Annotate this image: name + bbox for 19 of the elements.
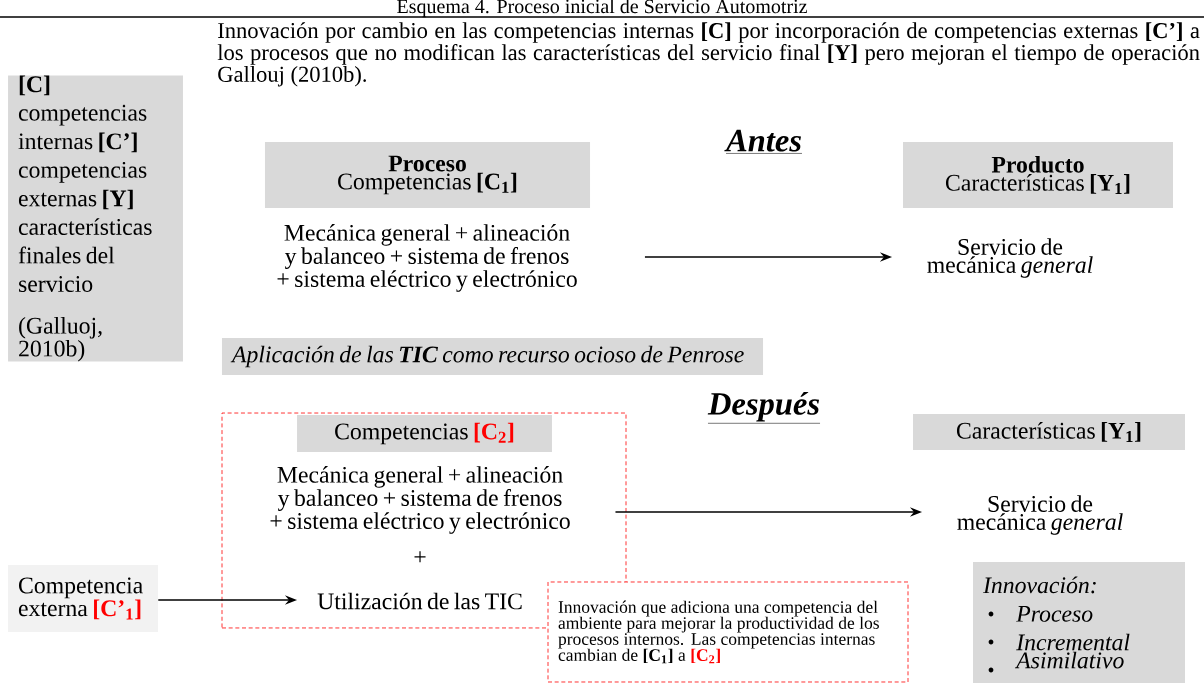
process-text: Mecánica general + alineación y balanceo + sistema de frenos + sistema eléctrico y electrónico bbox=[277, 224, 577, 292]
application-band: Aplicación de las TIC como recurso ocioso de Penrose bbox=[221, 337, 764, 376]
external-competence-box: Competencia externa [C’$_{1}$] bbox=[8, 565, 158, 632]
innovation-box: Innovación: Proceso Incremental Asimilativo bbox=[973, 561, 1185, 684]
note-box: Innovación que adiciona una competencia del ambiente para mejorar la productividad de los procesos internos. Las competencias internas cambian de [C$_{1}$] a [C$_{2}$] bbox=[547, 581, 909, 683]
legend-box: [C] competencias internas [C’] competencias externas [Y] características finales del servicio (Galluoj, 2010b) bbox=[8, 75, 183, 362]
process-text: Mecánica general + alineación y balanceo + sistema de frenos + sistema eléctrico y electrónico bbox=[270, 466, 570, 534]
process-box: Proceso Competencias [C$_{1}$] bbox=[264, 142, 591, 208]
intro-paragraph: Innovación por cambio en las competencias internas [C] por incorporación de competencias externas [C’] a los procesos que no modifican las características del servicio final [Y] pero mejoran el tiempo de operación Gallouj (2010b). bbox=[217, 22, 1200, 87]
service-text: Servicio de mecánica general bbox=[957, 495, 1123, 535]
tic-text: Utilización de las TIC bbox=[317, 592, 522, 610]
service-text: Servicio de mecánica general bbox=[927, 238, 1093, 278]
section-heading: Antes bbox=[724, 129, 803, 154]
competence-header: Competencias [C$_{2}$] bbox=[297, 414, 552, 453]
plus-sign: + bbox=[414, 551, 426, 563]
title: Esquema 4. Proceso inicial de Servicio Automotriz bbox=[397, 0, 807, 18]
product-box: Producto Características [Y$_{1}$] bbox=[903, 142, 1173, 208]
section-heading: Después bbox=[707, 391, 821, 424]
characteristics-header: Características [Y$_{1}$] bbox=[913, 414, 1185, 450]
